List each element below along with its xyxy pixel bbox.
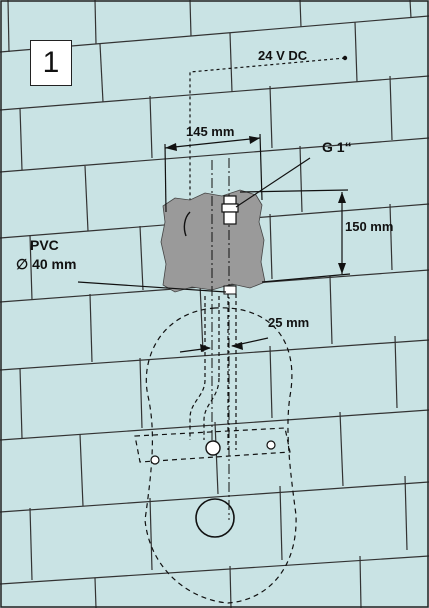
cable-stub (183, 211, 191, 237)
fixing-hole-right (266, 440, 276, 450)
label-pipe-material: PVC (30, 237, 59, 253)
mounting-frame (134, 427, 291, 463)
fixing-hole-left (150, 455, 160, 465)
pvc-pipe-end (223, 285, 237, 295)
label-pipe-diameter: ∅ 40 mm (16, 256, 76, 272)
threaded-fitting (221, 195, 239, 225)
waste-outlet (195, 498, 235, 538)
label-width: 145 mm (186, 124, 234, 139)
drain-connection (205, 440, 221, 456)
label-height: 150 mm (345, 219, 393, 234)
cable-end-dot (342, 55, 348, 61)
concealed-pipe (189, 294, 237, 450)
step-number-badge: 1 (30, 40, 72, 86)
label-offset: 25 mm (268, 315, 309, 330)
dimension-lines (77, 133, 351, 353)
power-cable-route (189, 57, 346, 220)
label-thread: G 1“ (322, 139, 352, 155)
toilet-outline (144, 307, 297, 604)
dimension-arrowheads (165, 136, 346, 352)
label-power: 24 V DC (258, 48, 308, 63)
wall-recess (160, 189, 266, 293)
